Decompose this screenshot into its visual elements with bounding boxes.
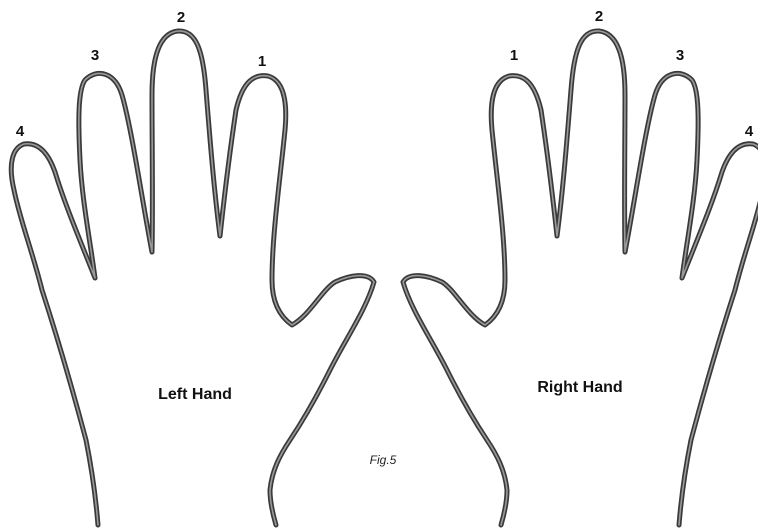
left-finger-label-2: 2 [177, 9, 185, 26]
right-hand-label: Right Hand [537, 379, 622, 396]
right-finger-label-2: 2 [595, 8, 603, 25]
left-finger-label-1: 1 [258, 53, 266, 70]
figure-caption: Fig.5 [370, 453, 397, 467]
left-hand-label: Left Hand [158, 386, 232, 403]
left-finger-label-4: 4 [16, 123, 25, 140]
left-hand-outline [11, 31, 374, 525]
right-finger-label-1: 1 [510, 47, 518, 64]
left-finger-label-3: 3 [91, 47, 99, 64]
right-finger-label-3: 3 [676, 47, 684, 64]
right-hand-outline [403, 31, 758, 525]
right-finger-label-4: 4 [745, 123, 754, 140]
